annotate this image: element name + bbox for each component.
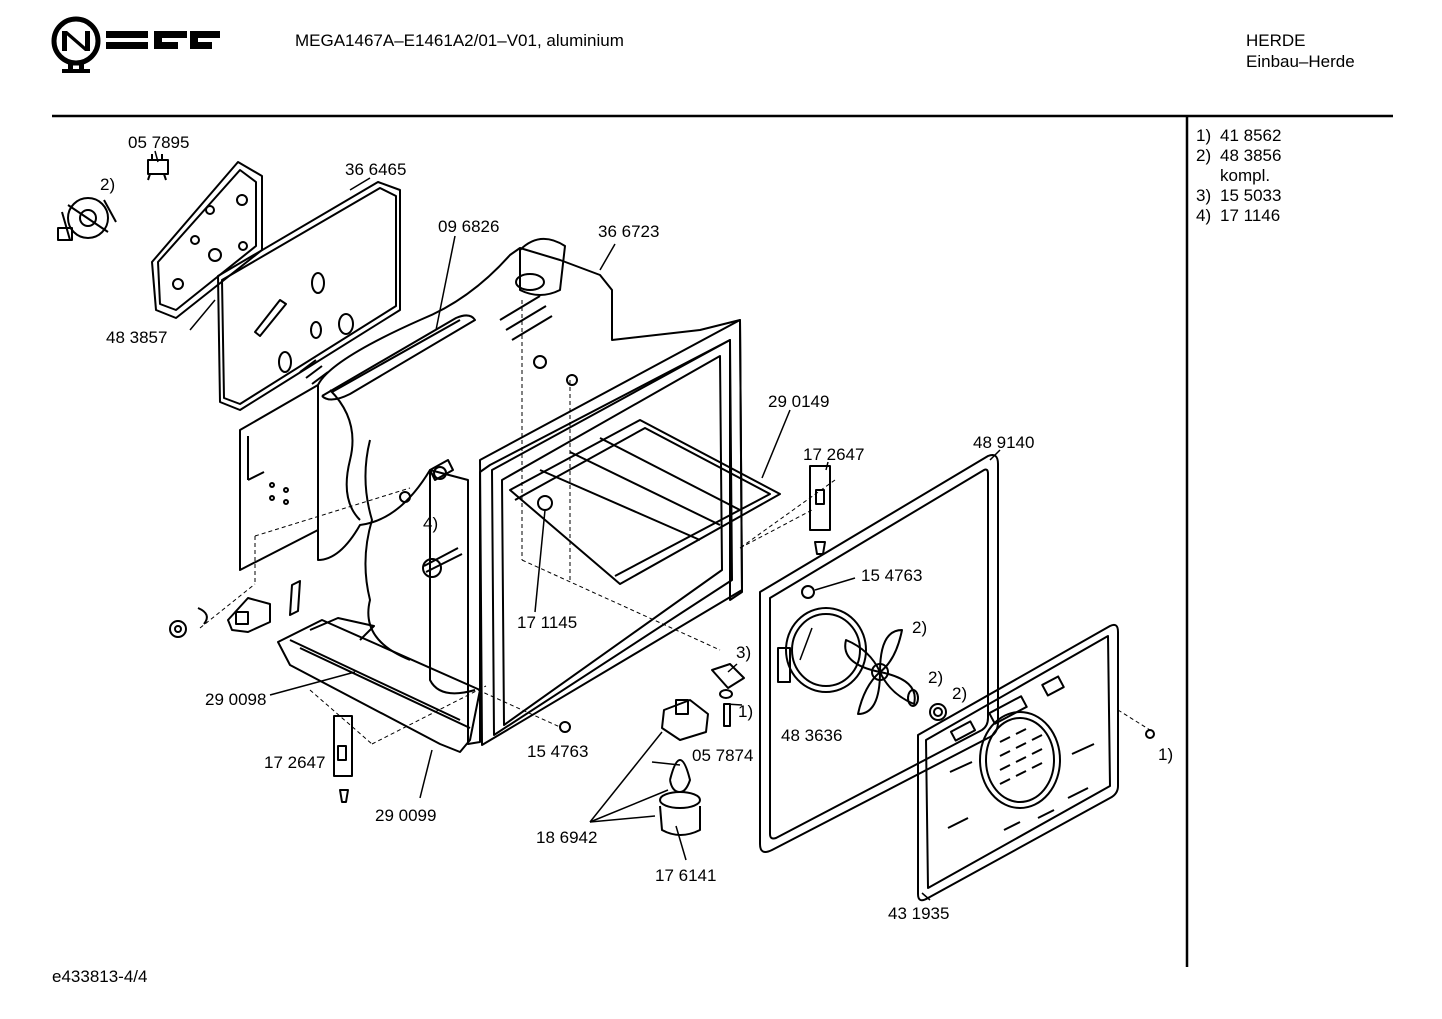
part-label: 17 6141 <box>655 866 717 885</box>
legend-row: 4) 17 1146 <box>1196 206 1281 226</box>
subcategory-label: Einbau–Herde <box>1246 52 1355 71</box>
thermostat-part <box>57 197 117 241</box>
document-id: e433813-4/4 <box>52 967 148 986</box>
legend-value: 48 3856 <box>1220 146 1282 165</box>
part-label: 48 3636 <box>781 726 843 745</box>
callout-label: 2) <box>952 684 968 703</box>
terminal-screw-part <box>399 459 553 578</box>
left-bracket-part <box>169 580 301 638</box>
hinge-left-part <box>333 715 353 803</box>
legend-key: 3) <box>1196 186 1212 205</box>
category-label: HERDE <box>1246 31 1306 50</box>
fan-ring-part <box>777 607 867 693</box>
legend-value: 17 1146 <box>1220 206 1281 225</box>
legend-key: 1) <box>1196 126 1212 145</box>
legend-value: 15 5033 <box>1220 186 1282 205</box>
screw-part <box>559 585 815 733</box>
model-title: MEGA1467A–E1461A2/01–V01, aluminium <box>295 31 624 50</box>
callout-label: 1) <box>1158 745 1174 764</box>
grill-element-part <box>321 314 476 401</box>
legend-key: 4) <box>1196 206 1212 225</box>
part-label: 29 0149 <box>768 392 830 411</box>
door-seal-part <box>759 454 999 853</box>
hinge-right-part <box>809 465 831 555</box>
fan-wheel-part <box>844 629 947 721</box>
part-label: 43 1935 <box>888 904 950 923</box>
rear-insulation-part <box>217 181 401 411</box>
switch-part <box>147 154 169 181</box>
part-label: 29 0099 <box>375 806 437 825</box>
part-label: 09 6826 <box>438 217 500 236</box>
rack-element-part <box>509 419 781 585</box>
callout-label: 2) <box>928 668 944 687</box>
legend-row: 3) 15 5033 <box>1196 186 1281 206</box>
part-label: 48 9140 <box>973 433 1035 452</box>
neff-logo <box>50 14 220 79</box>
legend-row: 2) 48 3856 <box>1196 146 1281 166</box>
callout-label: 4) <box>423 514 439 533</box>
legend-key: 2) <box>1196 146 1212 165</box>
bottom-tray-part <box>277 617 481 753</box>
callout-label: 3) <box>736 643 752 662</box>
part-label: 17 2647 <box>803 445 865 464</box>
part-label: 36 6723 <box>598 222 660 241</box>
part-label: 18 6942 <box>536 828 598 847</box>
part-label: 15 4763 <box>861 566 923 585</box>
oven-cavity-part <box>239 238 743 746</box>
legend-row: 1) 41 8562 <box>1196 126 1281 146</box>
back-cover-part <box>917 623 1155 902</box>
legend-note: kompl. <box>1220 166 1271 185</box>
callout-label: 1) <box>738 702 754 721</box>
lamp-assembly-part <box>659 663 745 836</box>
part-label: 29 0098 <box>205 690 267 709</box>
callout-label: 2) <box>100 175 116 194</box>
parts-legend: 1) 41 8562 2) 48 3856 kompl. 3) 15 5033 … <box>1196 126 1281 226</box>
part-label: 15 4763 <box>527 742 589 761</box>
part-label: 17 2647 <box>264 753 326 772</box>
legend-value: 41 8562 <box>1220 126 1282 145</box>
part-label: 05 7874 <box>692 746 754 765</box>
part-label: 17 1145 <box>517 613 578 632</box>
bracket-plate-part <box>151 161 263 319</box>
part-label: 05 7895 <box>128 133 190 152</box>
part-label: 36 6465 <box>345 160 407 179</box>
callout-label: 2) <box>912 618 928 637</box>
part-label: 48 3857 <box>106 328 168 347</box>
